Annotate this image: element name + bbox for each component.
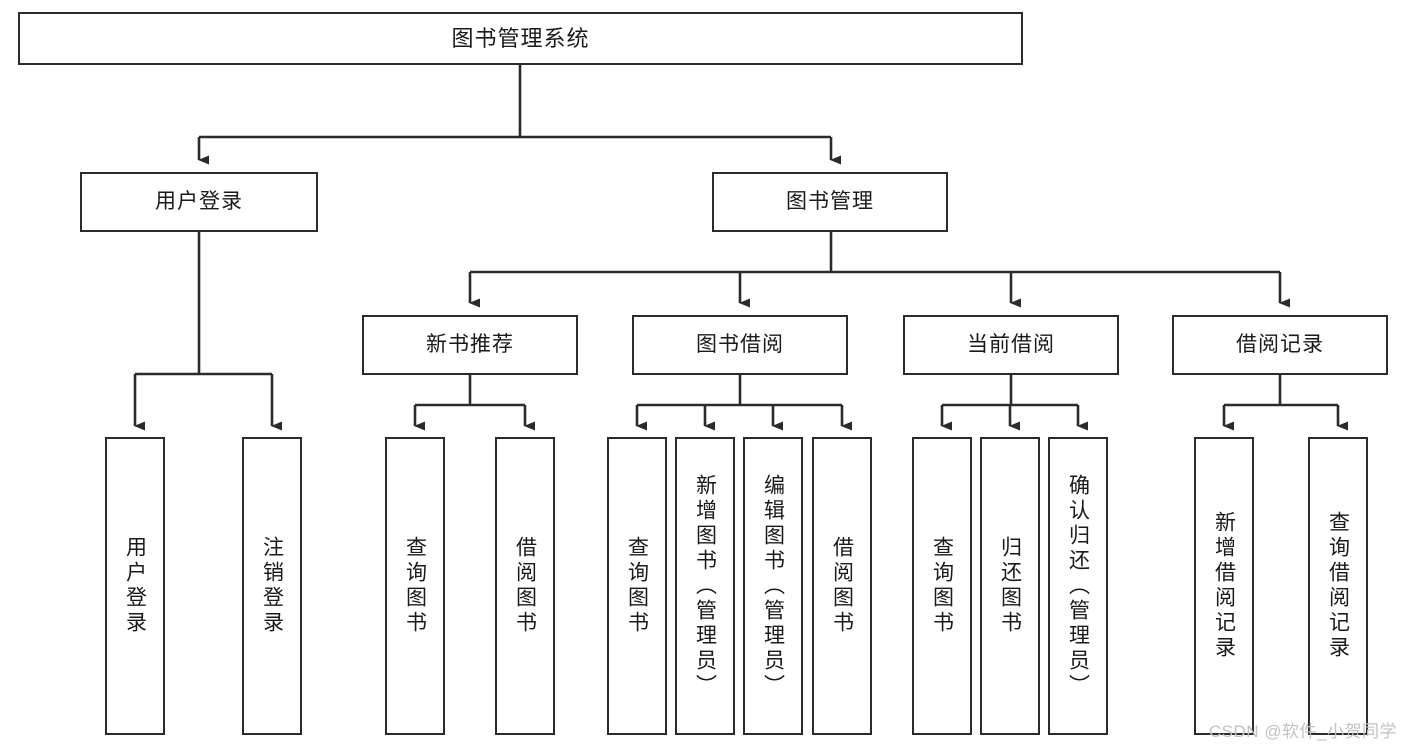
- node-label: 用户登录: [155, 189, 243, 213]
- node-label: 图书管理系统: [451, 25, 590, 51]
- leaf-new-book-query-book[interactable]: 查询图书: [385, 437, 445, 735]
- leaf-record-add-borrow-record[interactable]: 新增借阅记录: [1194, 437, 1254, 735]
- leaf-current-query-book[interactable]: 查询图书: [912, 437, 972, 735]
- node-label: 新书推荐: [426, 332, 514, 356]
- node-book-management-system[interactable]: 图书管理系统: [18, 12, 1023, 65]
- node-current-borrow[interactable]: 当前借阅: [903, 315, 1119, 375]
- node-label: 借阅图书: [513, 536, 537, 636]
- node-label: 当前借阅: [967, 332, 1055, 356]
- node-label: 查询图书: [625, 536, 649, 636]
- node-book-management[interactable]: 图书管理: [712, 172, 948, 232]
- node-label: 归还图书: [998, 536, 1022, 636]
- node-book-borrow[interactable]: 图书借阅: [632, 315, 848, 375]
- node-label: 查询借阅记录: [1326, 511, 1350, 661]
- node-label: 查询图书: [403, 536, 427, 636]
- leaf-current-return-book[interactable]: 归还图书: [980, 437, 1040, 735]
- leaf-borrow-edit-book-admin[interactable]: 编辑图书（管理员）: [743, 437, 803, 735]
- leaf-new-book-borrow-book[interactable]: 借阅图书: [495, 437, 555, 735]
- node-label: 图书借阅: [696, 332, 784, 356]
- leaf-borrow-borrow-book[interactable]: 借阅图书: [812, 437, 872, 735]
- node-label: 用户登录: [123, 536, 147, 636]
- node-label: 新增借阅记录: [1212, 511, 1236, 661]
- leaf-logout[interactable]: 注销登录: [242, 437, 302, 735]
- node-user-login[interactable]: 用户登录: [80, 172, 318, 232]
- node-label: 借阅图书: [830, 536, 854, 636]
- csdn-watermark: CSDN @软件_小贺同学: [1208, 722, 1397, 741]
- node-label: 新增图书（管理员）: [693, 473, 717, 699]
- node-new-book-recommend[interactable]: 新书推荐: [362, 315, 578, 375]
- node-label: 确认归还（管理员）: [1066, 473, 1090, 699]
- node-label: 查询图书: [930, 536, 954, 636]
- leaf-borrow-query-book[interactable]: 查询图书: [607, 437, 667, 735]
- node-label: 图书管理: [786, 189, 874, 213]
- leaf-borrow-add-book-admin[interactable]: 新增图书（管理员）: [675, 437, 735, 735]
- leaf-record-query-borrow-record[interactable]: 查询借阅记录: [1308, 437, 1368, 735]
- node-borrow-record[interactable]: 借阅记录: [1172, 315, 1388, 375]
- node-label: 借阅记录: [1236, 332, 1324, 356]
- leaf-user-login[interactable]: 用户登录: [105, 437, 165, 735]
- node-label: 注销登录: [260, 536, 284, 636]
- node-label: 编辑图书（管理员）: [761, 473, 785, 699]
- leaf-current-confirm-return-admin[interactable]: 确认归还（管理员）: [1048, 437, 1108, 735]
